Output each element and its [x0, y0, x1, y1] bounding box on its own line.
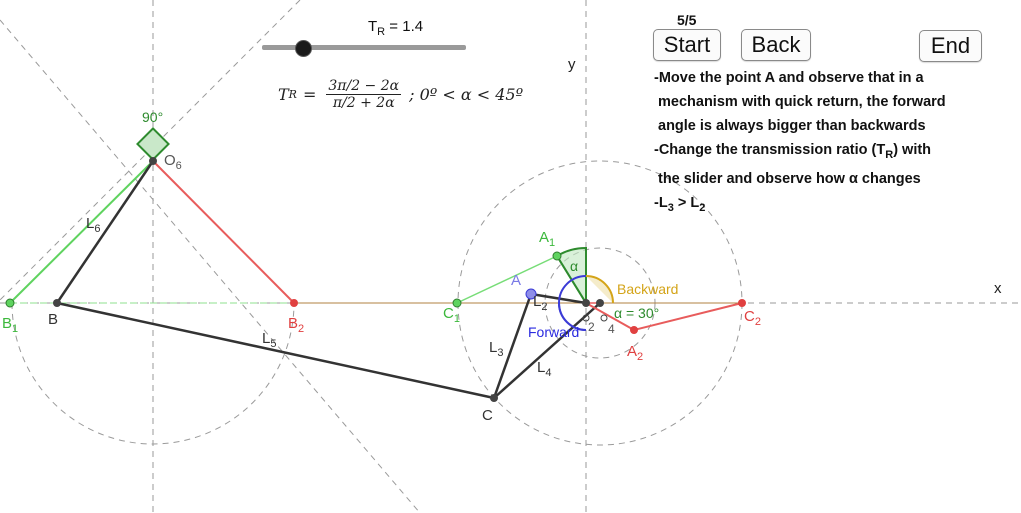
link-l3: [492, 293, 533, 399]
label-a1: A1: [539, 229, 555, 249]
slider-track[interactable]: [262, 45, 466, 50]
instruction-line-4: -Change the transmission ratio (TR) with: [654, 142, 932, 161]
step-counter: 5/5: [677, 12, 697, 28]
point-c1[interactable]: [452, 298, 462, 308]
label-forward: Forward: [528, 324, 579, 340]
instruction-line-2: mechanism with quick return, the forward: [658, 94, 946, 110]
b1-o6-line: [9, 160, 154, 304]
label-l2: L2: [533, 293, 547, 313]
label-a2: A2: [627, 343, 643, 363]
label-c2: C2: [744, 308, 761, 328]
start-button[interactable]: Start: [653, 29, 721, 61]
label-b: B: [48, 311, 58, 328]
label-l6: L6: [86, 215, 100, 235]
label-backward: Backward: [617, 281, 678, 297]
label-b1: B1: [2, 315, 18, 335]
x-axis-label: x: [994, 280, 1002, 297]
o2-a2-line: [585, 302, 635, 331]
point-o4[interactable]: [596, 299, 604, 307]
link-l5: [56, 301, 495, 400]
link-l6: [55, 160, 155, 304]
o6-b2-line: [152, 160, 295, 304]
backward-arc: [585, 275, 614, 304]
label-o2-sub: 2: [588, 320, 595, 334]
point-a1[interactable]: [552, 251, 562, 261]
end-button[interactable]: End: [919, 30, 982, 62]
label-o4-sub: 4: [608, 322, 615, 336]
point-o2[interactable]: [582, 299, 590, 307]
label-l4: L4: [537, 359, 551, 379]
label-b2: B2: [288, 315, 304, 335]
instructions: -Move the point A and observe that in a …: [654, 66, 1014, 220]
point-b1[interactable]: [5, 298, 15, 308]
slider-label: TR = 1.4: [368, 18, 424, 38]
a2-c2-line: [633, 302, 743, 331]
formula-fraction: 3π/2 − 2α π/2 + 2α: [326, 78, 402, 111]
point-small-2: [600, 314, 608, 322]
point-a[interactable]: [525, 288, 537, 300]
label-c1: C1: [443, 305, 460, 325]
label-a: A: [511, 272, 521, 289]
point-b[interactable]: [53, 299, 61, 307]
label-l5: L5: [262, 330, 276, 350]
label-c: C: [482, 407, 493, 424]
label-90: 90°: [142, 109, 163, 125]
label-o6: O6: [164, 152, 182, 172]
points: [5, 157, 746, 402]
y-axis-label: y: [568, 56, 576, 73]
label-alpha-value: α = 30°: [614, 305, 659, 321]
point-a2[interactable]: [630, 326, 638, 334]
instruction-line-6: -L3 > L2: [654, 194, 706, 214]
point-o6[interactable]: [149, 157, 157, 165]
label-l3: L3: [489, 339, 503, 359]
diagonal-guide-1: [0, 19, 421, 513]
c1-a1-line: [456, 255, 558, 304]
point-c[interactable]: [490, 394, 498, 402]
link-l4: [493, 302, 601, 399]
forward-arc-lower: [558, 302, 587, 331]
instruction-line-3: angle is always bigger than backwards: [658, 118, 926, 134]
instruction-line-1: -Move the point A and observe that in a: [654, 70, 924, 86]
back-button[interactable]: Back: [741, 29, 811, 61]
instruction-line-5: the slider and observe how α changes: [658, 170, 921, 187]
label-alpha: α: [570, 258, 578, 274]
slider-knob[interactable]: [294, 40, 312, 57]
point-c2[interactable]: [738, 299, 746, 307]
right-angle-marker: [136, 127, 170, 161]
point-small-1: [582, 314, 590, 322]
b-arc: [11, 302, 295, 445]
point-b2[interactable]: [290, 299, 298, 307]
